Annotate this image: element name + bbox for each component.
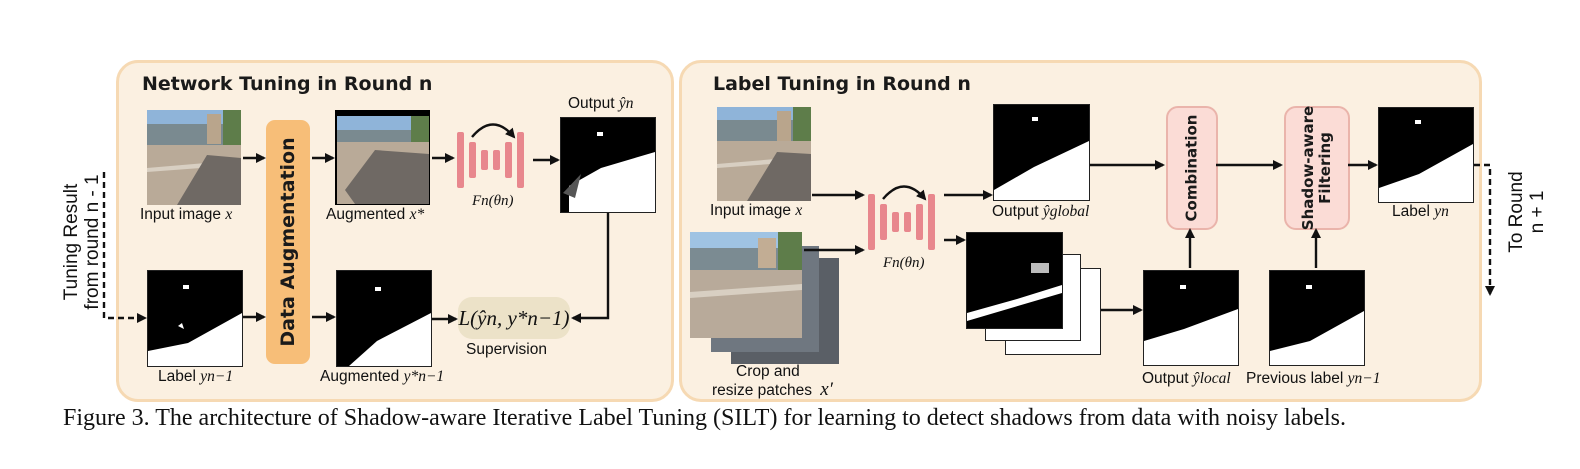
previous-label-caption: Previous label yn−1 [1246, 370, 1381, 387]
label-mask [147, 270, 243, 367]
output-global-caption: Output ŷglobal [992, 203, 1090, 220]
combination-block: Combination [1166, 106, 1218, 230]
input-image-photo [147, 110, 241, 205]
previous-label-mask [1269, 270, 1365, 366]
network-tuning-title: Network Tuning in Round n [142, 73, 433, 95]
network-icon [455, 128, 531, 192]
shadow-aware-filtering-block: Shadow-aware Filtering [1284, 106, 1350, 230]
data-augmentation-block: Data Augmentation [266, 120, 310, 364]
network-icon-right [866, 190, 942, 254]
output-mask-left [560, 117, 656, 213]
augmented-image-photo [335, 110, 430, 205]
input-image-caption-right: Input image x [710, 202, 803, 219]
output-local-mask [1143, 270, 1239, 366]
input-image-photo-right [717, 107, 811, 201]
output-caption-left: Output ŷn [568, 95, 634, 112]
augmented-image-caption: Augmented x* [326, 206, 425, 223]
patches-caption-line1: Crop and [736, 363, 800, 380]
augmented-label-caption: Augmented y*n−1 [320, 368, 445, 385]
final-label-mask [1378, 107, 1474, 203]
network-label-left: Fn(θn) [472, 193, 514, 209]
local-patch-mask-1 [966, 232, 1063, 329]
supervision-label: Supervision [466, 341, 547, 358]
network-label-right: Fn(θn) [883, 255, 925, 271]
tuning-result-side-label: Tuning Result from round n - 1 [61, 174, 103, 310]
output-local-caption: Output ŷlocal [1142, 370, 1231, 387]
label-mask-caption: Label yn−1 [158, 368, 234, 385]
data-augmentation-label: Data Augmentation [277, 137, 299, 347]
output-global-mask [993, 104, 1090, 201]
patch-photo-1 [690, 232, 802, 338]
combination-label: Combination [1182, 114, 1201, 222]
label-tuning-title: Label Tuning in Round n [713, 73, 971, 95]
input-image-caption: Input image x [140, 206, 233, 223]
patches-caption-line2: resize patches x′ [712, 379, 833, 400]
filtering-label: Shadow-aware Filtering [1299, 105, 1334, 231]
loss-block: L(ŷn, y*n−1) [458, 297, 570, 339]
figure-caption: Figure 3. The architecture of Shadow-awa… [63, 405, 1346, 431]
augmented-label-mask [336, 270, 432, 367]
to-round-side-label: To Round n + 1 [1506, 171, 1548, 253]
final-label-caption: Label yn [1392, 203, 1449, 220]
